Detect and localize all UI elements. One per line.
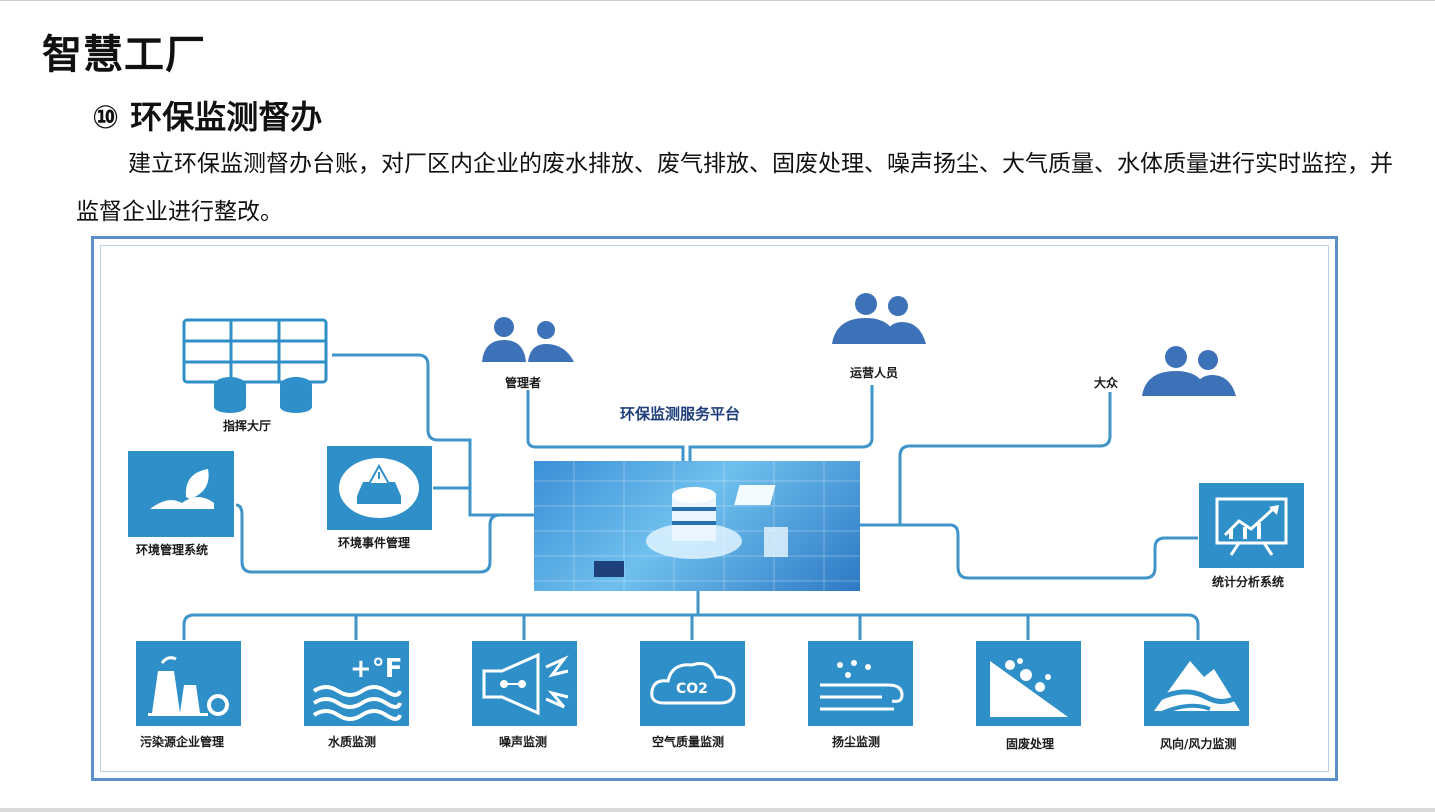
env-mgmt-label: 环境管理系统 [136, 543, 209, 557]
stats-label: 统计分析系统 [1212, 575, 1285, 589]
platform-title: 环保监测服务平台 [620, 405, 741, 423]
connector-lines [182, 353, 1200, 640]
platform-hub-image [534, 461, 860, 591]
factory-icon [148, 656, 229, 716]
bottom-divider [0, 808, 1435, 812]
public-people-icon [1142, 346, 1236, 396]
bottom-tile-2[interactable] [472, 641, 577, 726]
svg-text:+°F: +°F [350, 654, 403, 684]
page-title: 智慧工厂 [42, 32, 206, 78]
bottom-tile-1[interactable]: +°F [304, 641, 409, 726]
database-platform-icon [534, 461, 860, 591]
bottom-label-6: 风向/风力监测 [1160, 737, 1237, 751]
bottom-label-1: 水质监测 [328, 735, 377, 749]
co2-cloud-icon: CO2 [650, 662, 736, 705]
stats-tile[interactable] [1199, 483, 1304, 568]
section-title: ⑩ 环保监测督办 [92, 98, 323, 136]
section-description: 建立环保监测督办台账，对厂区内企业的废水排放、废气排放、固废处理、噪声扬尘、大气… [76, 151, 1393, 225]
wind-icon [1152, 661, 1242, 715]
leaf-landscape-icon [150, 469, 214, 509]
operator-label: 运营人员 [850, 366, 899, 380]
bottom-label-0: 污染源企业管理 [140, 735, 225, 749]
bottom-tile-6[interactable] [1144, 641, 1249, 726]
env-event-label: 环境事件管理 [338, 536, 411, 550]
dust-icon [820, 660, 904, 711]
env-event-tile[interactable] [327, 446, 432, 530]
diagram-inner-border [100, 245, 1329, 772]
alert-car-icon [339, 458, 419, 518]
water-temp-icon: +°F [312, 654, 403, 721]
speaker-icon [482, 652, 569, 716]
manager-people-icon [482, 317, 574, 362]
operator-people-icon [832, 293, 926, 344]
bottom-tile-4[interactable] [808, 641, 913, 726]
chart-board-icon [1215, 497, 1288, 556]
command-hall-icon [182, 318, 328, 384]
manager-label: 管理者 [505, 376, 542, 390]
bottom-label-2: 噪声监测 [499, 735, 548, 749]
env-mgmt-tile[interactable] [128, 451, 234, 537]
bottom-label-5: 固废处理 [1006, 737, 1055, 751]
bottom-tile-0[interactable] [136, 641, 241, 726]
bottom-label-3: 空气质量监测 [652, 735, 725, 749]
bottom-label-4: 扬尘监测 [832, 735, 881, 749]
server-icon [214, 377, 312, 413]
landslide-icon [990, 658, 1068, 717]
bottom-tile-3[interactable]: CO2 [640, 641, 745, 726]
co2-text: CO2 [676, 681, 708, 697]
command-hall-label: 指挥大厅 [223, 419, 272, 433]
public-label: 大众 [1094, 376, 1119, 390]
top-divider [0, 0, 1435, 1]
bottom-tile-5[interactable] [976, 641, 1081, 726]
